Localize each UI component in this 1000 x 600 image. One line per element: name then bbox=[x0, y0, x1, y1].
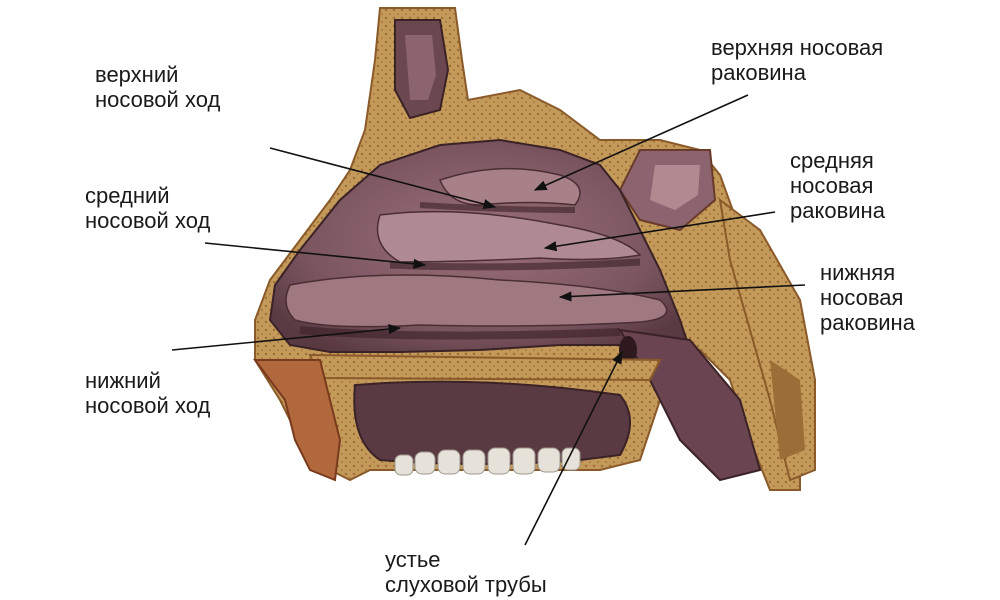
pointer-auditory-tube bbox=[524, 350, 623, 546]
label-middle-concha-line1: средняя bbox=[790, 148, 874, 173]
label-inferior-concha-line2: носовая bbox=[820, 285, 904, 310]
upper-lip bbox=[253, 359, 342, 482]
pointer-inferior-meatus bbox=[171, 324, 402, 351]
superior-concha-shape bbox=[439, 167, 581, 206]
label-inferior-meatus-line1: нижний bbox=[85, 368, 161, 393]
label-middle-meatus-line2: носовой ход bbox=[85, 208, 211, 233]
label-middle-concha-line2: носовая bbox=[790, 173, 874, 198]
label-superior-concha-line2: раковина bbox=[711, 60, 806, 85]
label-superior-concha-line1: верхняя носовая bbox=[711, 35, 884, 60]
label-inferior-concha-line3: раковина bbox=[820, 310, 915, 335]
label-middle-concha: средняя носовая раковина bbox=[790, 148, 885, 223]
hard-palate bbox=[308, 353, 662, 382]
pointer-superior-concha bbox=[533, 94, 749, 191]
label-inferior-meatus: нижний носовой ход bbox=[85, 368, 210, 418]
label-middle-meatus: средний носовой ход bbox=[85, 183, 210, 233]
auditory-tube-opening-shape bbox=[619, 336, 637, 364]
label-middle-concha-line3: раковина bbox=[790, 198, 885, 223]
label-middle-meatus-line1: средний bbox=[85, 183, 170, 208]
label-auditory-tube-opening: устье слуховой трубы bbox=[385, 547, 547, 597]
inferior-concha-shape bbox=[285, 274, 668, 328]
teeth bbox=[394, 447, 581, 476]
oral-cavity bbox=[353, 380, 631, 465]
label-superior-meatus: верхний носовой ход bbox=[95, 62, 220, 112]
label-auditory-tube-line2: слуховой трубы bbox=[385, 572, 547, 597]
label-inferior-concha: нижняя носовая раковина bbox=[820, 260, 915, 335]
pointer-middle-concha bbox=[543, 211, 776, 252]
label-inferior-concha-line1: нижняя bbox=[820, 260, 896, 285]
label-superior-meatus-line1: верхний bbox=[95, 62, 179, 87]
pointer-middle-meatus bbox=[204, 242, 427, 269]
label-superior-concha: верхняя носовая раковина bbox=[711, 35, 883, 85]
pointer-superior-meatus bbox=[269, 147, 497, 210]
pointer-inferior-concha bbox=[558, 284, 806, 302]
label-superior-meatus-line2: носовой ход bbox=[95, 87, 221, 112]
pointer-lines bbox=[171, 94, 806, 546]
label-inferior-meatus-line2: носовой ход bbox=[85, 393, 211, 418]
label-auditory-tube-line1: устье bbox=[385, 547, 441, 572]
